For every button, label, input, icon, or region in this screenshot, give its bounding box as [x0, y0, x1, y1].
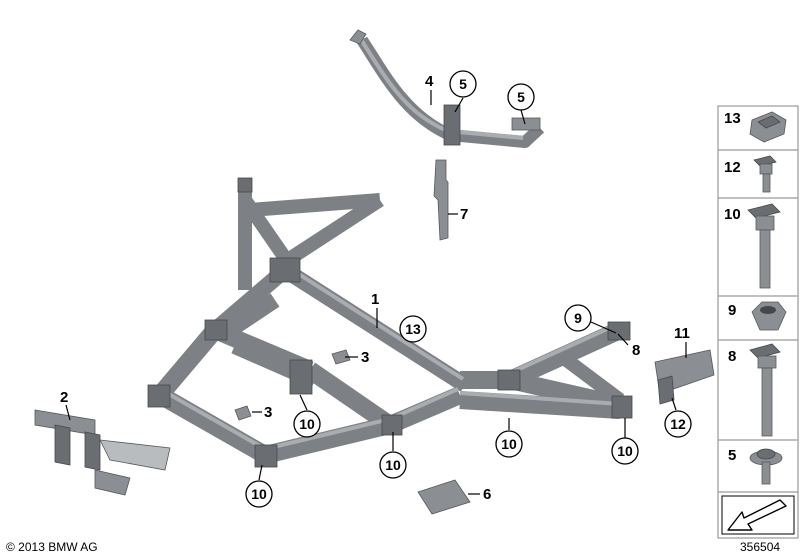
svg-text:10: 10 — [299, 416, 315, 432]
svg-text:10: 10 — [385, 457, 401, 473]
plate-part-3 — [234, 349, 351, 421]
legend-label-8: 8 — [728, 348, 736, 365]
callout-9: 9 — [564, 304, 592, 332]
label-3-lower: 3 — [264, 404, 272, 421]
legend-label-5: 5 — [728, 447, 736, 464]
copyright-text: © 2013 BMW AG — [6, 540, 98, 554]
legend-label-9: 9 — [728, 302, 736, 319]
label-7: 7 — [460, 206, 468, 223]
leader-lines — [65, 90, 687, 495]
svg-text:10: 10 — [501, 436, 517, 452]
frame-part-1 — [147, 177, 633, 468]
bracket-part-4 — [349, 29, 545, 148]
label-2: 2 — [60, 389, 68, 406]
callout-5-left: 5 — [449, 70, 477, 98]
callout-10-c: 10 — [495, 430, 523, 458]
svg-text:10: 10 — [617, 443, 633, 459]
clip-nut-icon — [749, 111, 787, 143]
label-1: 1 — [371, 291, 379, 308]
legend-label-12: 12 — [724, 159, 741, 176]
svg-text:13: 13 — [405, 321, 421, 337]
legend-label-10: 10 — [724, 206, 741, 223]
plate-part-6 — [417, 479, 471, 515]
arrow-symbol-icon — [721, 495, 795, 535]
label-4: 4 — [425, 73, 434, 90]
bracket-part-2 — [34, 409, 171, 496]
flange-bolt-icon — [747, 203, 781, 289]
label-3-upper: 3 — [361, 349, 369, 366]
short-bolt-icon — [753, 155, 777, 193]
bracket-part-11 — [654, 349, 715, 405]
image-number: 356504 — [740, 540, 781, 554]
callout-13: 13 — [399, 315, 427, 343]
legend-label-13: 13 — [724, 110, 741, 127]
washer-screw-icon — [749, 448, 783, 485]
svg-text:9: 9 — [574, 310, 582, 326]
label-6: 6 — [483, 486, 491, 503]
svg-text:5: 5 — [517, 89, 525, 105]
callout-12: 12 — [664, 410, 692, 438]
label-11: 11 — [674, 325, 690, 342]
callout-10-a: 10 — [293, 410, 321, 438]
callout-10-b: 10 — [379, 451, 407, 479]
callout-5-right: 5 — [507, 83, 535, 111]
svg-text:5: 5 — [459, 76, 467, 92]
long-bolt-icon — [749, 343, 781, 437]
svg-text:10: 10 — [251, 486, 267, 502]
label-8: 8 — [632, 342, 640, 359]
bracket-part-7 — [433, 159, 449, 241]
callout-10-d: 10 — [611, 437, 639, 465]
hex-nut-icon — [751, 301, 787, 331]
callout-10-e: 10 — [245, 480, 273, 508]
legend-panel: 13 12 10 9 8 — [717, 105, 799, 539]
svg-text:12: 12 — [670, 416, 686, 432]
